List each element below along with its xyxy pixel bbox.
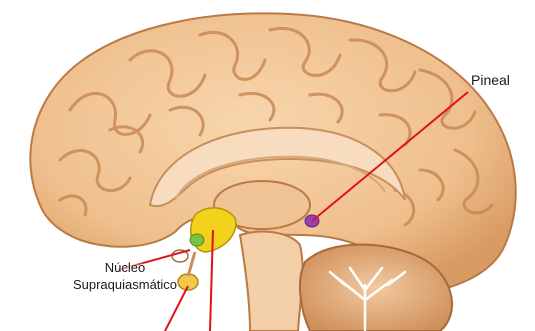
nucleo-label: Núcleo Supraquiasmático bbox=[65, 259, 185, 293]
nucleo-label-line1: Núcleo bbox=[65, 259, 185, 276]
nucleo-label-line2: Supraquiasmático bbox=[65, 276, 185, 293]
pineal-label: Pineal bbox=[471, 72, 510, 89]
brainstem bbox=[240, 232, 303, 331]
suprachiasmatic-nucleus bbox=[190, 234, 204, 246]
